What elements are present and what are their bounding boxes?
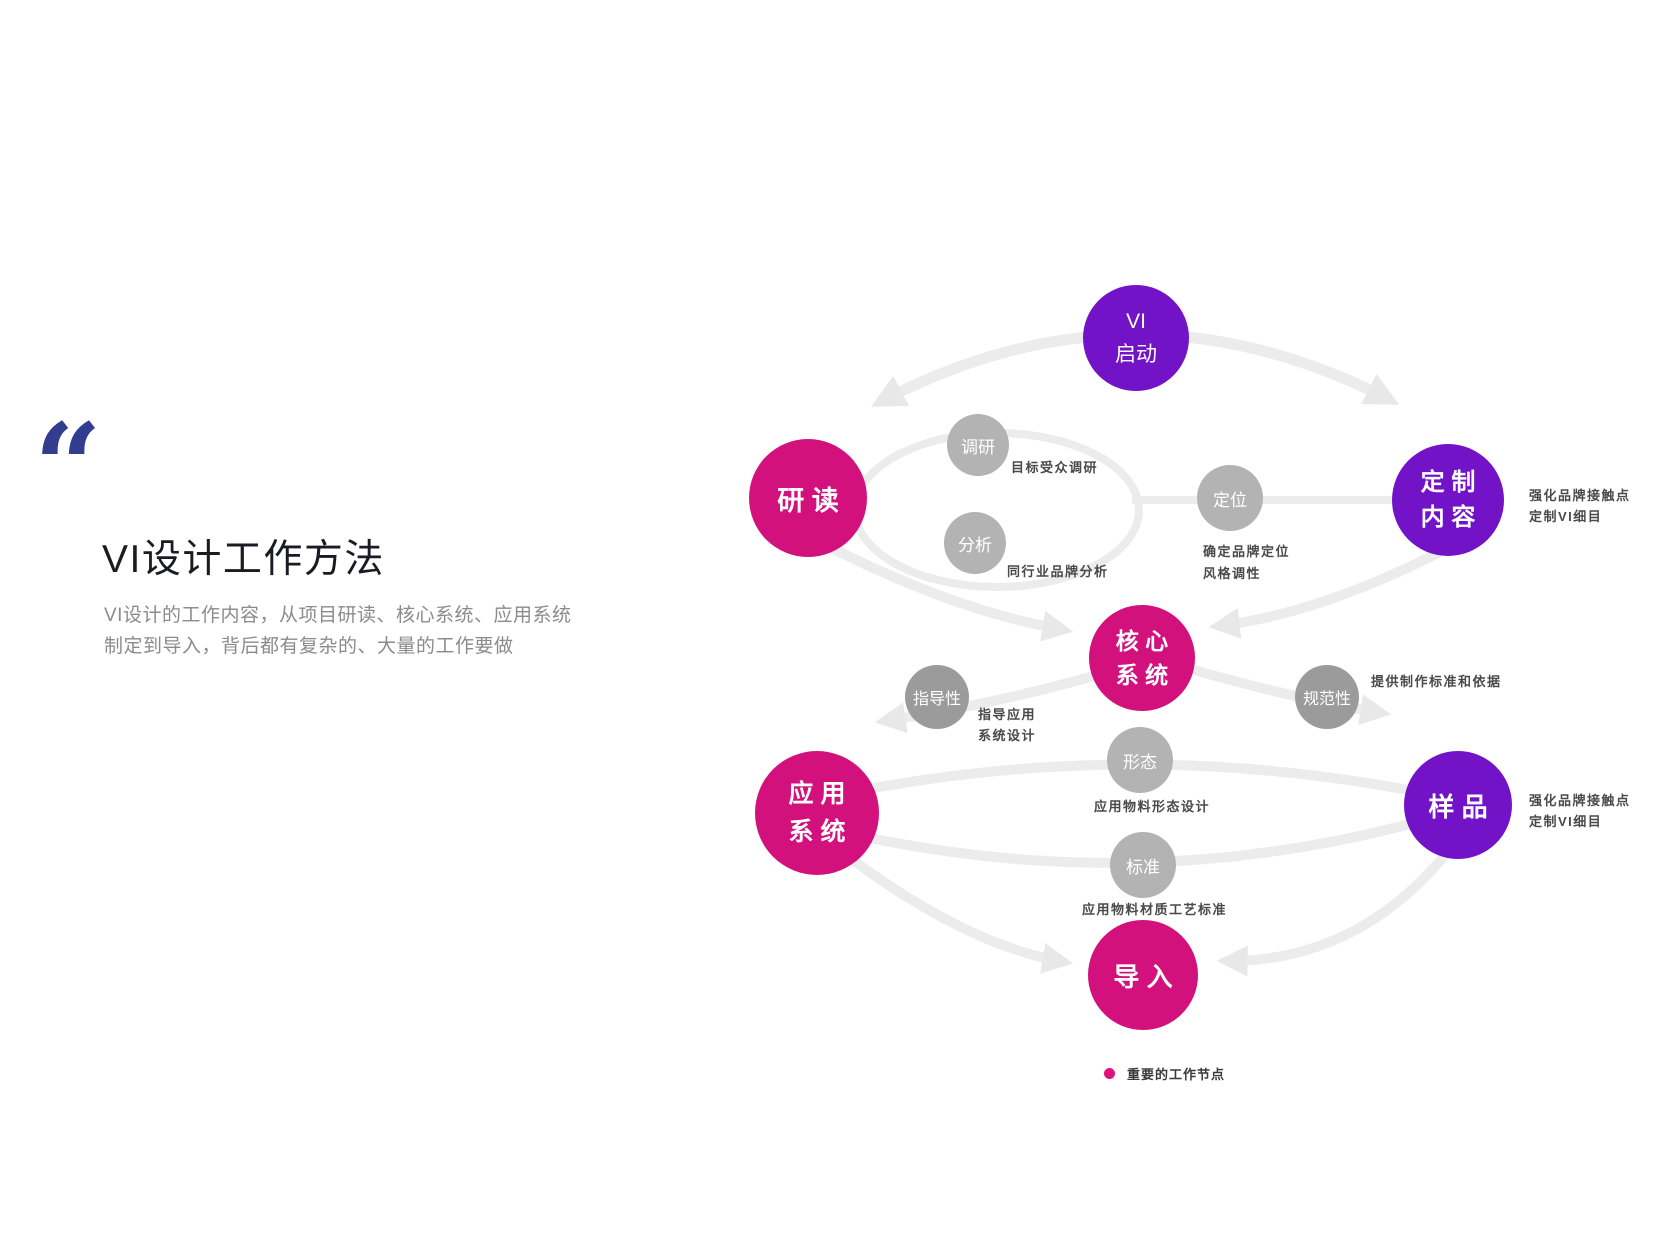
- note-industry-analysis-line1: 同行业品牌分析: [1007, 564, 1109, 579]
- note-material-form-line1: 应用物料形态设计: [1094, 799, 1211, 814]
- node-form: 形态: [1107, 727, 1173, 793]
- node-application-system-line2: 系 统: [788, 818, 846, 846]
- edge-application-import: [838, 848, 1074, 974]
- note-custom-content-line1: 强化品牌接触点: [1529, 488, 1631, 503]
- note-material-form: 应用物料形态设计: [1094, 797, 1210, 817]
- node-analysis-label: 分析: [958, 535, 992, 555]
- note-custom-content: 强化品牌接触点 定制VI细目: [1529, 485, 1631, 527]
- node-custom-content-line2: 内 容: [1420, 504, 1476, 531]
- node-standard: 标准: [1110, 832, 1176, 898]
- note-sample: 强化品牌接触点 定制VI细目: [1529, 790, 1631, 832]
- node-guidance-label: 指导性: [912, 691, 961, 708]
- note-custom-content-line2: 定制VI细目: [1529, 509, 1603, 524]
- node-standard-label: 标准: [1126, 857, 1160, 877]
- note-material-standard: 应用物料材质工艺标准: [1082, 900, 1227, 920]
- legend-dot-icon: [1104, 1068, 1115, 1079]
- node-application-system: 应 用 系 统: [755, 751, 879, 875]
- legend: 重要的工作节点: [1104, 1064, 1225, 1083]
- legend-label: 重要的工作节点: [1127, 1067, 1226, 1082]
- note-sample-line2: 定制VI细目: [1529, 814, 1603, 829]
- edge-core-sample: [1192, 665, 1392, 725]
- node-vi-start-line2: 启动: [1115, 343, 1157, 366]
- node-core-system-line1: 核 心: [1115, 628, 1169, 654]
- note-target-audience: 目标受众调研: [1011, 458, 1098, 478]
- node-study: 研 读: [749, 439, 867, 557]
- note-brand-positioning-line2: 风格调性: [1203, 566, 1262, 581]
- node-sample: 样 品: [1404, 751, 1512, 859]
- note-guide-application-line1: 指导应用: [978, 707, 1037, 722]
- note-industry-analysis: 同行业品牌分析: [1007, 562, 1109, 582]
- page-subtitle-line1: VI设计的工作内容，从项目研读、核心系统、应用系统: [104, 605, 572, 626]
- node-guidance: 指导性: [905, 665, 969, 729]
- note-production-standard-line1: 提供制作标准和依据: [1371, 674, 1502, 689]
- edge-sample-import: [1216, 850, 1450, 977]
- node-positioning-label: 定位: [1213, 490, 1247, 510]
- note-material-standard-line1: 应用物料材质工艺标准: [1082, 902, 1228, 917]
- quote-icon: “: [34, 397, 102, 536]
- note-brand-positioning: 确定品牌定位 风格调性: [1203, 541, 1290, 585]
- node-vi-start: VI 启动: [1083, 285, 1189, 391]
- node-normative-label: 规范性: [1302, 691, 1351, 708]
- page-subtitle-line2: 制定到导入，背后都有复杂的、大量的工作要做: [104, 636, 514, 657]
- node-vi-start-line1: VI: [1126, 310, 1146, 333]
- node-custom-content-line1: 定 制: [1420, 469, 1476, 496]
- node-core-system: 核 心 系 统: [1089, 605, 1195, 711]
- note-production-standard: 提供制作标准和依据: [1371, 672, 1502, 692]
- node-core-system-line2: 系 统: [1115, 662, 1169, 688]
- node-positioning: 定位: [1197, 465, 1263, 531]
- page-title: VI设计工作方法: [102, 538, 385, 581]
- node-import: 导 入: [1088, 920, 1198, 1030]
- node-normative: 规范性: [1295, 665, 1359, 729]
- edge-core-application: [874, 671, 1096, 734]
- note-guide-application-line2: 系统设计: [978, 728, 1037, 743]
- edge-study-core: [821, 539, 1074, 642]
- note-target-audience-line1: 目标受众调研: [1011, 460, 1099, 475]
- edge-custom-core: [1208, 547, 1443, 639]
- node-form-label: 形态: [1123, 752, 1157, 772]
- node-sample-label: 样 品: [1428, 791, 1488, 822]
- node-research: 调研: [947, 414, 1009, 476]
- node-research-label: 调研: [961, 437, 995, 457]
- node-application-system-line1: 应 用: [788, 780, 846, 808]
- node-custom-content: 定 制 内 容: [1392, 444, 1504, 556]
- note-brand-positioning-line1: 确定品牌定位: [1203, 544, 1291, 559]
- node-study-label: 研 读: [777, 485, 839, 516]
- node-import-label: 导 入: [1113, 961, 1173, 992]
- note-sample-line1: 强化品牌接触点: [1529, 793, 1631, 808]
- note-guide-application: 指导应用 系统设计: [978, 704, 1036, 746]
- node-analysis: 分析: [944, 512, 1006, 574]
- page-subtitle: VI设计的工作内容，从项目研读、核心系统、应用系统 制定到导入，背后都有复杂的、…: [104, 600, 571, 662]
